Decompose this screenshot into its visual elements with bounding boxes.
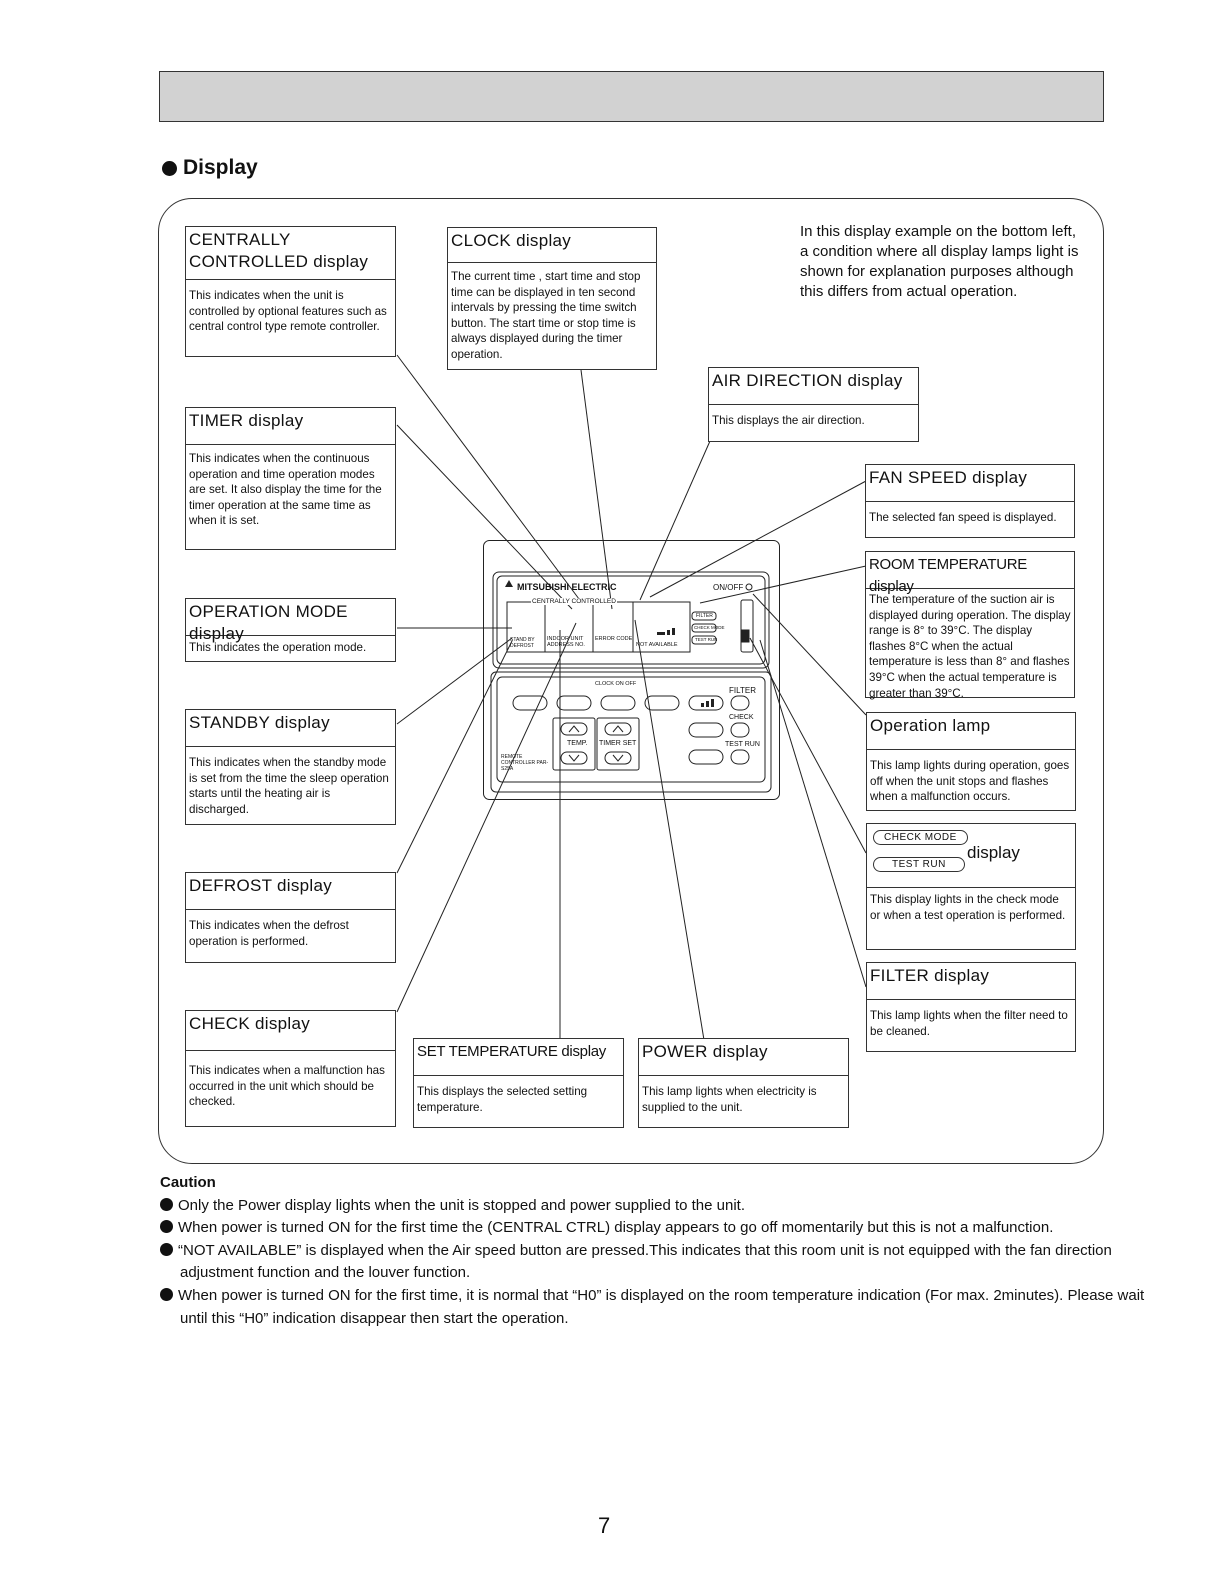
callout-body: This indicates when a malfunction has oc… (189, 1064, 385, 1109)
remote-testrun-button-label[interactable]: TEST RUN (725, 741, 760, 748)
bullet-icon (160, 1242, 173, 1256)
section-title-text: Display (183, 156, 258, 179)
remote-indoor-label: INDOOR UNIT ADDRESS NO. (547, 636, 585, 648)
bullet-icon (160, 1197, 173, 1211)
remote-filter-button-label[interactable]: FILTER (729, 686, 756, 695)
callout-operation-lamp: Operation lamp This lamp lights during o… (866, 712, 1076, 811)
callout-title-area: CHECK MODE TEST RUN display (867, 824, 1075, 888)
callout-set-temperature: SET TEMPERATURE display This displays th… (413, 1038, 624, 1128)
callout-operation-mode: OPERATION MODE display This indicates th… (185, 598, 396, 662)
callout-body: This displays the selected setting tempe… (417, 1085, 588, 1114)
callout-body: This indicates when the defrost operatio… (189, 919, 349, 948)
callout-title: POWER display (639, 1039, 848, 1076)
callout-title: STANDBY display (186, 710, 395, 747)
callout-body: This lamp lights during operation, goes … (870, 759, 1070, 804)
remote-central-label: CENTRALLY CONTROLLED (531, 598, 617, 605)
test-run-pill: TEST RUN (873, 857, 965, 872)
remote-timerset-button-label[interactable]: TIMER SET (599, 740, 637, 747)
callout-room-temperature: ROOM TEMPERATURE display The temperature… (865, 551, 1075, 700)
callout-timer: TIMER display This indicates when the co… (185, 407, 396, 550)
callout-body: This display lights in the check mode or… (870, 893, 1066, 922)
callout-body: This indicates the operation mode. (189, 641, 367, 654)
remote-outline (483, 540, 780, 800)
callout-body: This indicates when the unit is controll… (189, 289, 387, 334)
callout-check-mode-test-run: CHECK MODE TEST RUN display This display… (866, 823, 1076, 950)
callout-title: CHECK display (186, 1011, 395, 1051)
caution-section: Caution Only the Power display lights wh… (160, 1172, 1160, 1330)
callout-body: This displays the air direction. (712, 414, 865, 427)
callout-title: DEFROST display (186, 873, 395, 910)
callout-body: The temperature of the suction air is di… (869, 593, 1071, 700)
callout-title: AIR DIRECTION display (709, 368, 918, 405)
callout-power: POWER display This lamp lights when elec… (638, 1038, 849, 1128)
remote-test-lamp: TEST RUN (695, 637, 718, 642)
remote-model-label: REMOTE CONTROLLER PAR-S25A (501, 754, 549, 772)
remote-onoff-label: ON/OFF (713, 583, 744, 592)
callout-centrally-controlled: CENTRALLY CONTROLLED display This indica… (185, 226, 396, 357)
section-title: Display (162, 156, 258, 180)
callout-body: This indicates when the continuous opera… (189, 452, 382, 528)
bullet-icon (160, 1287, 173, 1301)
callout-title: FILTER display (867, 963, 1075, 1000)
bullet-icon (160, 1220, 173, 1234)
callout-body: This lamp lights when electricity is sup… (642, 1085, 817, 1114)
caution-heading: Caution (160, 1174, 216, 1191)
diagram-frame (158, 198, 1104, 1164)
callout-clock: CLOCK display The current time , start t… (447, 227, 657, 370)
remote-error-label: ERROR CODE (595, 636, 633, 642)
callout-title: display (967, 843, 1020, 862)
callout-title: TIMER display (186, 408, 395, 445)
callout-title: SET TEMPERATURE display (414, 1039, 623, 1076)
callout-title: ROOM TEMPERATURE display (866, 552, 1074, 595)
callout-title: Operation lamp (867, 713, 1075, 750)
callout-body: The selected fan speed is displayed. (869, 511, 1057, 524)
callout-fan-speed: FAN SPEED display The selected fan speed… (865, 464, 1075, 538)
remote-temp-button-label[interactable]: TEMP. (567, 740, 588, 747)
callout-check: CHECK display This indicates when a malf… (185, 1010, 396, 1127)
header-bar (159, 71, 1104, 122)
remote-filter-lamp: FILTER (696, 613, 713, 619)
intro-text: In this display example on the bottom le… (800, 223, 1079, 300)
callout-defrost: DEFROST display This indicates when the … (185, 872, 396, 963)
remote-check-button-label[interactable]: CHECK (729, 714, 754, 721)
callout-body: This indicates when the standby mode is … (189, 756, 389, 816)
remote-standby-label: STAND BY DEFROST (510, 637, 535, 649)
callout-body: The current time , start time and stop t… (451, 270, 641, 361)
caution-item: When power is turned ON for the first ti… (160, 1217, 1160, 1240)
remote-controller: MITSUBISHI ELECTRIC ON/OFF CENTRALLY CON… (483, 540, 780, 800)
bullet-icon (162, 160, 177, 176)
caution-item: Only the Power display lights when the u… (160, 1195, 1160, 1218)
callout-body: This lamp lights when the filter need to… (870, 1009, 1068, 1038)
page-number: 7 (598, 1513, 611, 1538)
callout-title: CLOCK display (448, 228, 656, 263)
callout-title: OPERATION MODE display (186, 599, 395, 643)
caution-item: “NOT AVAILABLE” is displayed when the Ai… (160, 1240, 1160, 1285)
remote-brand: MITSUBISHI ELECTRIC (517, 582, 617, 592)
check-mode-pill: CHECK MODE (873, 830, 968, 845)
callout-title: CENTRALLY CONTROLLED display (186, 227, 395, 280)
callout-air-direction: AIR DIRECTION display This displays the … (708, 367, 919, 442)
callout-filter: FILTER display This lamp lights when the… (866, 962, 1076, 1052)
callout-title: FAN SPEED display (866, 465, 1074, 502)
remote-check-lamp: CHECK MODE (694, 625, 725, 630)
caution-item: When power is turned ON for the first ti… (160, 1285, 1160, 1330)
remote-notavail-label: NOT AVAILABLE (636, 642, 678, 648)
callout-standby: STANDBY display This indicates when the … (185, 709, 396, 825)
remote-clock-label: CLOCK ON OFF (595, 681, 637, 687)
